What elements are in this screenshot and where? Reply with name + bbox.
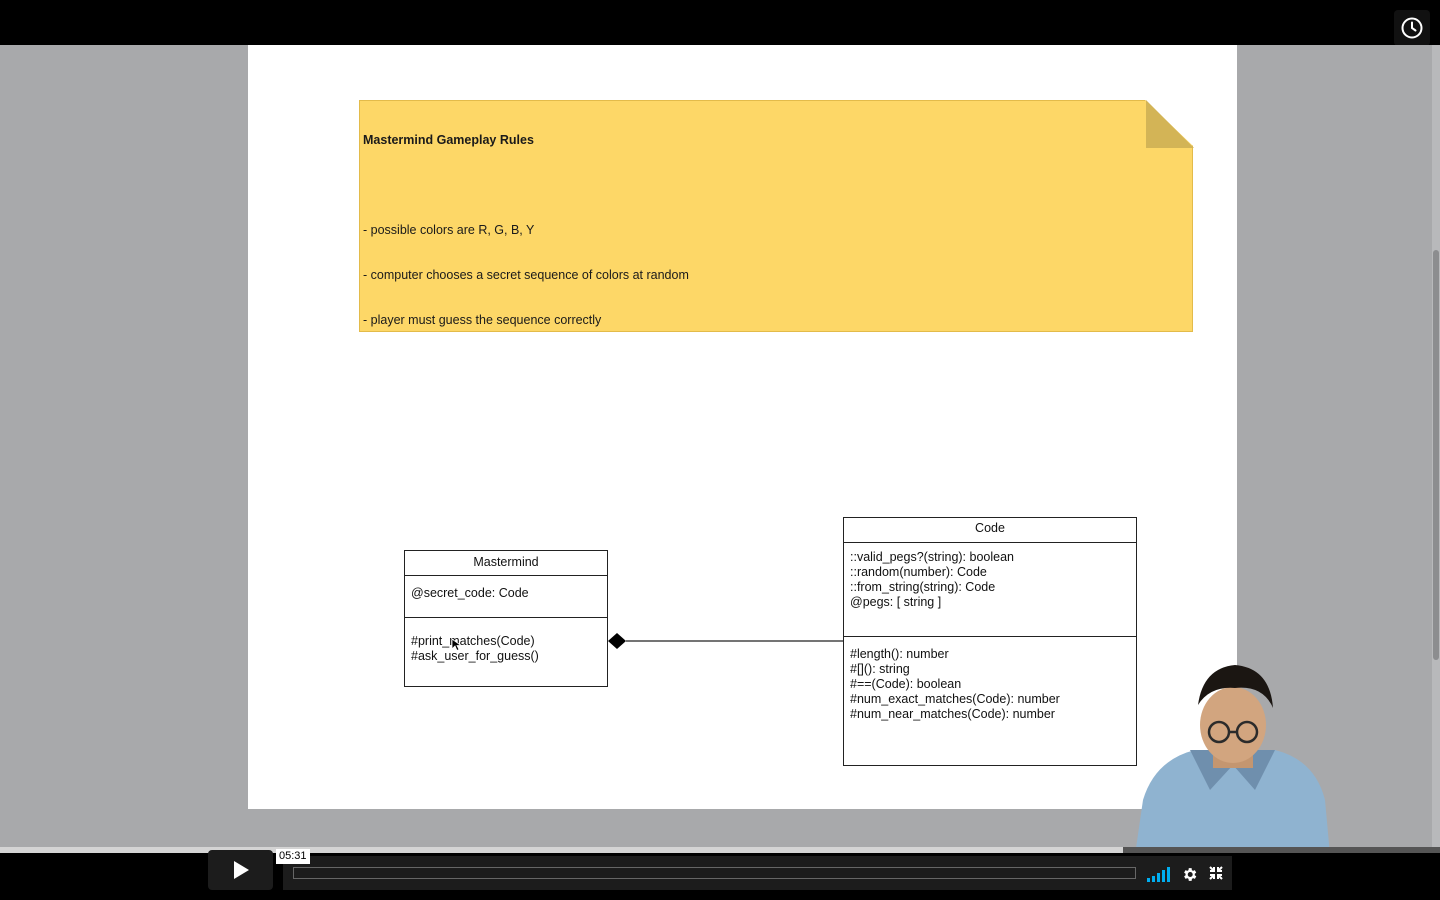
class-attribute: @secret_code: Code	[411, 586, 529, 600]
class-name: Mastermind	[405, 551, 607, 576]
scrollbar-thumb[interactable]	[1433, 250, 1439, 660]
note-sub-sub-bullet: - an exact match is when a color is corr…	[403, 403, 752, 417]
class-method: #==(Code): boolean	[850, 677, 962, 691]
class-method: #num_near_matches(Code): number	[850, 707, 1055, 721]
note-sub-bullet: - when the player submits a guess, the c…	[383, 358, 1053, 372]
class-method: #print_matches(Code)	[411, 634, 535, 648]
player-controls	[283, 856, 1232, 890]
note-title: Mastermind Gameplay Rules	[363, 133, 534, 147]
class-attributes: @secret_code: Code	[405, 576, 607, 618]
composition-connector	[608, 633, 844, 649]
note-bullet: - possible colors are R, G, B, Y	[363, 223, 535, 237]
video-top-bar	[0, 0, 1440, 46]
class-method: #num_exact_matches(Code): number	[850, 692, 1060, 706]
clock-icon	[1401, 17, 1423, 39]
class-attributes: ::valid_pegs?(string): boolean ::random(…	[844, 543, 1136, 637]
rules-sticky-note: Mastermind Gameplay Rules - possible col…	[359, 100, 1193, 332]
class-attribute: ::from_string(string): Code	[850, 580, 996, 594]
note-sub-sub-bullet: - a near match is when the color is corr…	[403, 448, 814, 462]
progress-played	[0, 847, 1124, 853]
video-frame: Mastermind Gameplay Rules - possible col…	[0, 45, 1440, 853]
mouse-cursor-icon	[451, 638, 463, 652]
mastermind-class-box: Mastermind @secret_code: Code #print_mat…	[404, 550, 608, 687]
class-method: #length(): number	[850, 647, 949, 661]
class-attribute: @pegs: [ string ]	[850, 595, 942, 609]
class-attribute: ::random(number): Code	[850, 565, 987, 579]
volume-icon[interactable]	[1146, 866, 1172, 882]
composition-diamond	[608, 633, 626, 649]
class-methods: #length(): number #[](): string #==(Code…	[844, 637, 1136, 722]
note-bullet: - player must guess the sequence correct…	[363, 313, 602, 327]
class-methods: #print_matches(Code) #ask_user_for_guess…	[405, 618, 607, 664]
diagram-canvas: Mastermind Gameplay Rules - possible col…	[248, 45, 1237, 809]
class-name: Code	[844, 518, 1136, 543]
play-icon	[233, 861, 249, 879]
class-method: #[](): string	[850, 662, 910, 676]
watch-later-button[interactable]	[1394, 10, 1430, 46]
presenter-webcam	[1135, 665, 1330, 855]
seek-bar[interactable]	[293, 867, 1136, 879]
current-time: 05:31	[276, 849, 310, 864]
note-bullet: - computer chooses a secret sequence of …	[363, 268, 689, 282]
rules-note-text: Mastermind Gameplay Rules - possible col…	[363, 103, 1053, 462]
fullscreen-exit-icon[interactable]	[1209, 866, 1223, 880]
class-method: #ask_user_for_guess()	[411, 649, 539, 663]
play-button[interactable]	[208, 850, 273, 890]
code-class-box: Code ::valid_pegs?(string): boolean ::ra…	[843, 517, 1137, 766]
class-attribute: ::valid_pegs?(string): boolean	[850, 550, 1014, 564]
settings-icon[interactable]	[1181, 866, 1198, 883]
